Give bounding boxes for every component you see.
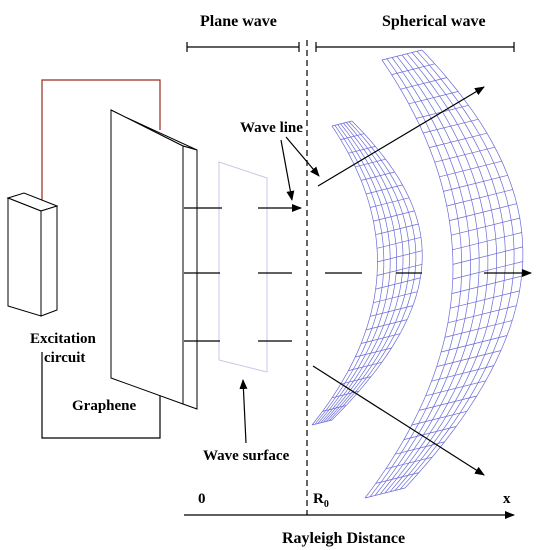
- mesh-row-line: [373, 291, 418, 304]
- mesh-row-line: [348, 146, 376, 154]
- mesh-column-line: [317, 124, 391, 424]
- r0-main: R: [313, 491, 324, 507]
- excitation-label-line2: circuit: [44, 350, 85, 366]
- mesh-column-line: [314, 125, 385, 425]
- mesh-row-line: [377, 250, 423, 263]
- mesh-column-line: [384, 54, 489, 494]
- lower-wire: [41, 352, 161, 439]
- upper-wire: [41, 79, 161, 200]
- mesh-row-line: [373, 210, 415, 222]
- mesh-column-line: [404, 49, 524, 489]
- mesh-column-line: [326, 122, 410, 422]
- wave-surface-pointer: [239, 379, 248, 444]
- mesh-row-line: [355, 158, 386, 168]
- mesh-column-line: [399, 51, 515, 490]
- mesh-row-line: [375, 223, 419, 236]
- wave-surface-label: Wave surface: [203, 448, 290, 464]
- mesh-row-line: [376, 263, 423, 276]
- mesh-column-line: [311, 125, 378, 426]
- diverging-ray-top: [317, 86, 485, 187]
- mesh-column-line: [379, 56, 480, 495]
- x-axis-label: x: [503, 491, 511, 507]
- mesh-row-line: [361, 171, 395, 181]
- mesh-row-line: [366, 184, 403, 195]
- diverging-ray-bottom: [312, 365, 485, 476]
- mesh-column-line: [364, 59, 454, 499]
- mesh-row-line: [348, 361, 382, 371]
- wave-line-label: Wave line: [240, 120, 303, 136]
- graphene-panel: [110, 109, 198, 410]
- mesh-column-line: [394, 52, 506, 491]
- mesh-row-line: [370, 305, 413, 317]
- mesh-row-line: [370, 197, 410, 208]
- spherical-wave-mesh-inner: [311, 120, 423, 426]
- mesh-column-line: [328, 121, 417, 421]
- plane-wave-surface: [218, 161, 268, 373]
- r0-label: R0: [313, 491, 329, 510]
- mesh-row-line: [366, 319, 408, 331]
- wave-line-pointer-2: [280, 139, 295, 201]
- mesh-column-line: [389, 53, 498, 493]
- plane-wave-bracket: [186, 42, 300, 52]
- mesh-column-line: [331, 120, 423, 421]
- mesh-row-line: [340, 133, 365, 140]
- wave-line-pointer: [285, 136, 320, 177]
- spherical-wave-label: Spherical wave: [382, 13, 486, 30]
- mesh-row-line: [355, 347, 392, 358]
- mesh-row-line: [376, 236, 422, 249]
- mesh-column-line: [320, 123, 397, 424]
- rayleigh-distance-label: Rayleigh Distance: [282, 530, 405, 547]
- mesh-row-line: [331, 120, 353, 127]
- mesh-row-line: [361, 333, 401, 344]
- excitation-circuit-box: [6, 192, 59, 317]
- origin-label: 0: [198, 491, 206, 507]
- graphene-label: Graphene: [72, 398, 137, 414]
- plane-wave-rays: [184, 204, 302, 342]
- spherical-wave-bracket: [315, 42, 515, 52]
- spherical-wave-mesh-outer: [364, 49, 524, 499]
- mesh-column-line: [374, 57, 471, 496]
- r0-subscript: 0: [324, 499, 329, 510]
- mesh-row-line: [375, 277, 421, 290]
- excitation-label-line1: Excitation: [30, 331, 96, 347]
- mesh-column-line: [369, 58, 463, 498]
- circuit-wiring: [41, 79, 161, 439]
- mesh-column-line: [323, 122, 404, 423]
- plane-wave-label: Plane wave: [200, 13, 277, 30]
- mesh-row-line: [340, 376, 372, 385]
- spherical-wave-rays: [312, 86, 532, 476]
